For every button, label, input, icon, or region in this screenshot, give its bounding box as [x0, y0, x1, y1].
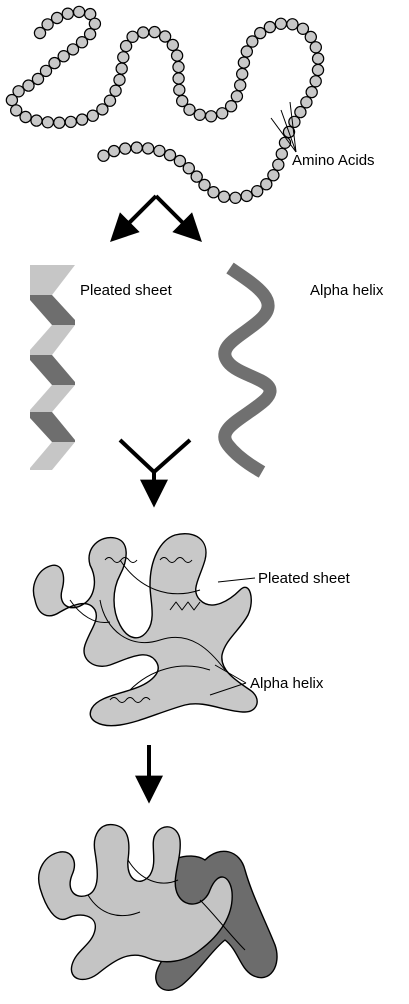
- amino-acid-bead: [301, 97, 312, 108]
- amino-acid-bead: [77, 114, 88, 125]
- amino-acid-bead: [108, 146, 119, 157]
- amino-acid-bead: [275, 18, 286, 29]
- amino-acid-bead: [206, 111, 217, 122]
- amino-acid-bead: [164, 150, 175, 161]
- amino-acid-bead: [89, 18, 100, 29]
- amino-acid-bead: [23, 80, 34, 91]
- amino-acid-bead: [173, 73, 184, 84]
- amino-acid-bead: [20, 111, 31, 122]
- split-arrow: [114, 196, 198, 238]
- amino-acid-bead: [289, 116, 300, 127]
- amino-acid-bead: [172, 50, 183, 61]
- amino-acid-bead: [138, 27, 149, 38]
- amino-acid-bead: [184, 104, 195, 115]
- amino-acid-bead: [54, 117, 65, 128]
- quaternary-structure: [39, 825, 277, 991]
- amino-acid-bead: [231, 91, 242, 102]
- amino-acid-bead: [238, 57, 249, 68]
- amino-acid-bead: [264, 22, 275, 33]
- amino-acid-bead: [149, 26, 160, 37]
- amino-acid-bead: [287, 19, 298, 30]
- amino-acid-bead: [42, 117, 53, 128]
- amino-acid-bead: [120, 143, 131, 154]
- amino-acid-bead: [276, 148, 287, 159]
- amino-acid-bead: [174, 155, 185, 166]
- amino-acid-bead: [98, 150, 109, 161]
- amino-acid-bead: [74, 6, 85, 17]
- amino-acid-beads: [6, 6, 323, 203]
- amino-acid-chain: [6, 6, 323, 203]
- pleated-sheet-graphic: [30, 265, 75, 470]
- label-alpha-helix-2: Alpha helix: [250, 675, 324, 692]
- amino-acid-bead: [127, 31, 138, 42]
- amino-acid-bead: [310, 76, 321, 87]
- amino-acid-bead: [114, 74, 125, 85]
- amino-acid-bead: [237, 68, 248, 79]
- label-pleated-sheet-1: Pleated sheet: [80, 282, 173, 299]
- amino-acid-bead: [306, 87, 317, 98]
- amino-acid-bead: [118, 52, 129, 63]
- amino-acid-bead: [295, 107, 306, 118]
- amino-acid-bead: [241, 190, 252, 201]
- amino-acid-bead: [310, 42, 321, 53]
- amino-acid-bead: [194, 109, 205, 120]
- amino-acid-bead: [273, 159, 284, 170]
- merge-arrow: [120, 440, 190, 502]
- amino-acid-bead: [154, 145, 165, 156]
- amino-acid-bead: [173, 61, 184, 72]
- amino-acid-bead: [252, 186, 263, 197]
- amino-acid-bead: [241, 46, 252, 57]
- amino-acid-bead: [167, 39, 178, 50]
- amino-acid-bead: [31, 115, 42, 126]
- amino-acid-bead: [6, 95, 17, 106]
- amino-acid-bead: [218, 191, 229, 202]
- tertiary-structure: [33, 534, 257, 726]
- amino-acid-bead: [52, 12, 63, 23]
- amino-acid-bead: [312, 64, 323, 75]
- label-pleated-sheet-2: Pleated sheet: [258, 570, 351, 587]
- amino-acid-bead: [65, 116, 76, 127]
- amino-acid-bead: [226, 101, 237, 112]
- alpha-helix-graphic: [225, 268, 270, 472]
- amino-acid-bead: [110, 85, 121, 96]
- amino-acid-bead: [230, 192, 241, 203]
- amino-acid-bead: [62, 8, 73, 19]
- label-amino-acids: Amino Acids: [292, 152, 375, 169]
- amino-acid-bead: [305, 31, 316, 42]
- label-alpha-helix-1: Alpha helix: [310, 282, 384, 299]
- amino-acid-bead: [313, 53, 324, 64]
- amino-acid-bead: [131, 142, 142, 153]
- amino-acid-bead: [104, 95, 115, 106]
- amino-acid-bead: [235, 80, 246, 91]
- amino-acid-bead: [116, 63, 127, 74]
- amino-acid-bead: [143, 143, 154, 154]
- amino-acid-bead: [174, 84, 185, 95]
